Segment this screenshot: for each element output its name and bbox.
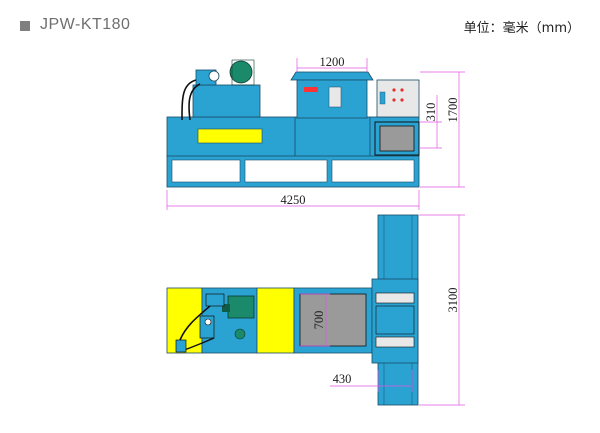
dim-length-total: 4250 xyxy=(281,193,306,207)
header: JPW-KT180 单位：毫米（mm） xyxy=(0,0,600,40)
feed-hopper xyxy=(296,79,368,119)
discharge-opening xyxy=(379,125,415,152)
indicator-light-icon xyxy=(392,88,396,92)
yellow-cover-right xyxy=(256,287,295,354)
top-dimensions xyxy=(300,214,465,406)
top-view xyxy=(166,214,419,406)
base-opening xyxy=(171,159,241,183)
dim-height-total: 1700 xyxy=(446,98,460,123)
motor xyxy=(229,60,253,84)
front-view xyxy=(166,59,420,188)
feed-hopper-lid xyxy=(290,71,374,81)
indicator-light-icon xyxy=(392,98,396,102)
dim-total-length: 3100 xyxy=(446,288,460,313)
brand-plate-icon xyxy=(304,87,318,92)
warning-plate xyxy=(197,128,263,144)
pressure-gauge-icon xyxy=(208,70,220,82)
indicator-light-icon xyxy=(400,88,404,92)
front-dimensions xyxy=(166,58,465,210)
model-title: JPW-KT180 xyxy=(40,16,131,33)
motor-top xyxy=(227,295,255,319)
hose xyxy=(188,83,201,121)
base-opening xyxy=(244,159,328,183)
base-opening xyxy=(331,159,415,183)
unit-label: 单位：毫米（mm） xyxy=(463,21,580,36)
dim-discharge-width: 430 xyxy=(333,372,352,386)
hose xyxy=(181,79,197,121)
square-bullet-icon xyxy=(20,21,30,31)
dim-width-top: 1200 xyxy=(320,55,345,69)
dim-height-opening: 310 xyxy=(424,103,438,122)
hydraulic-tank xyxy=(192,84,261,118)
indicator-light-icon xyxy=(400,98,404,102)
compression-chamber xyxy=(299,293,367,347)
dim-chamber-width: 700 xyxy=(312,311,326,330)
valve-block-top xyxy=(205,293,225,307)
